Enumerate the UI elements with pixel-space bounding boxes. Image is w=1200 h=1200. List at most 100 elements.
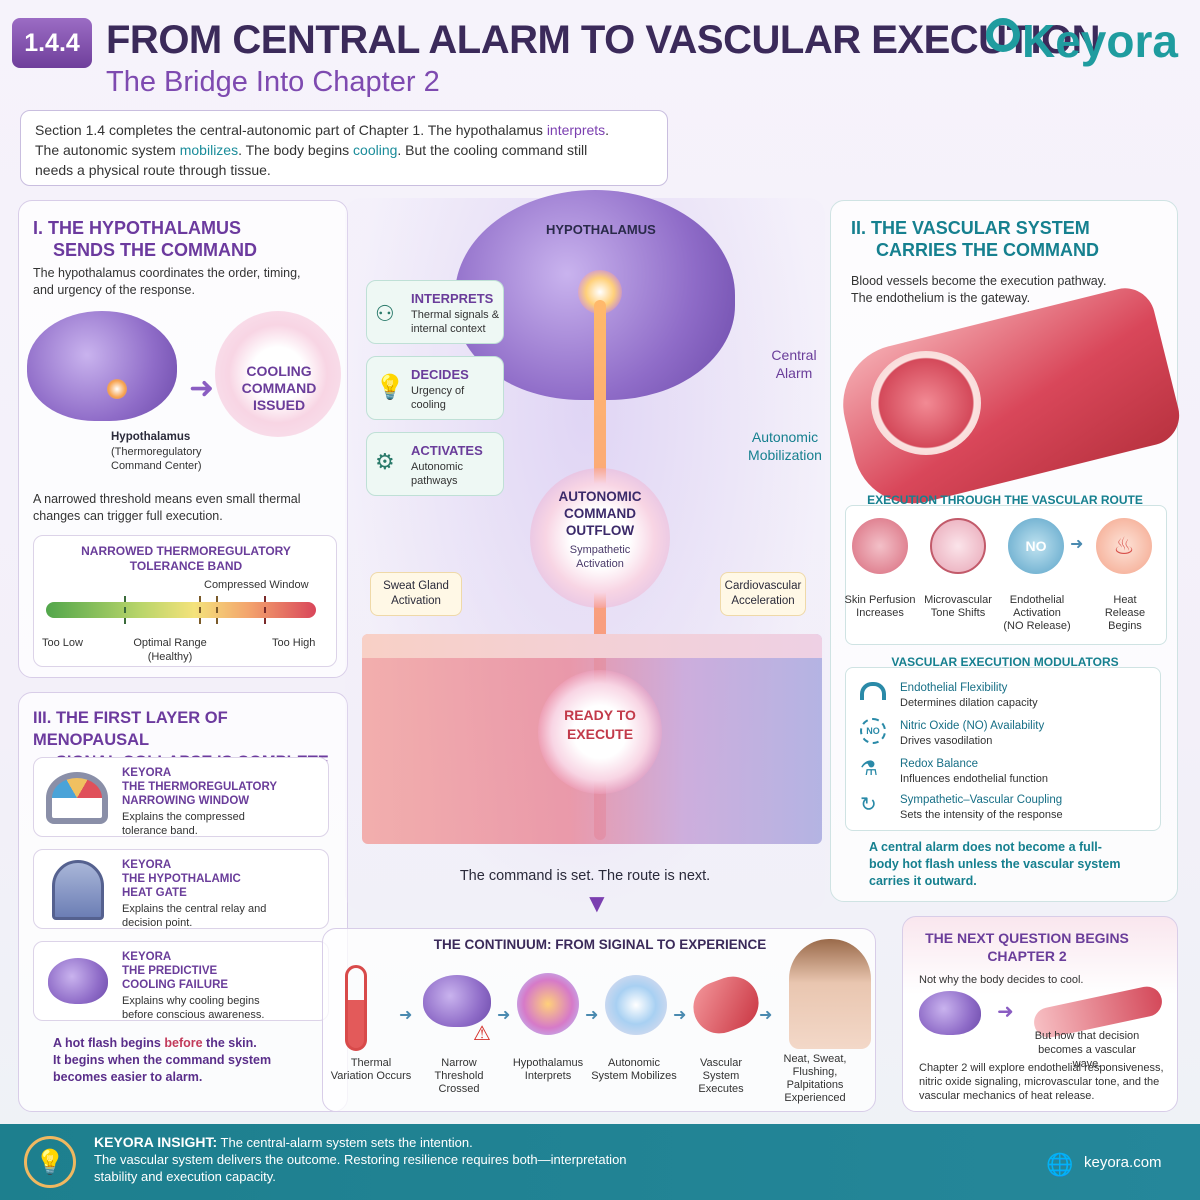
microvascular-icon	[930, 518, 986, 574]
card-desc: Explains the central relay and decision …	[122, 903, 267, 929]
modulator-title: Endothelial Flexibility	[900, 682, 1008, 694]
arrow-right-icon: ➜	[399, 1007, 413, 1024]
website-link[interactable]: keyora.com	[1084, 1154, 1162, 1171]
but-how-text: But how that decision becomes a vascular…	[1034, 1030, 1140, 1070]
section-title-line: SENDS THE COMMAND	[53, 240, 258, 260]
card-title: NARROWING WINDOW	[122, 795, 250, 807]
band-marker	[199, 596, 201, 624]
intro-highlight: cooling	[353, 142, 398, 158]
insight-line: The vascular system delivers the outcome…	[94, 1152, 627, 1167]
continuum-step: Thermal Variation Occurs	[330, 1057, 412, 1082]
hypothalamus-title: HYPOTHALAMUS	[546, 222, 656, 237]
outflow-glow	[530, 468, 670, 608]
execution-route-card: NO ➜ ♨ Skin Perfusion Increases Microvas…	[845, 505, 1167, 645]
coupling-icon: ↻	[860, 794, 877, 816]
too-low-label: Too Low	[42, 637, 83, 649]
execution-route-title: EXECUTION THROUGH THE VASCULAR ROUTE	[867, 493, 1143, 507]
step-title: ACTIVATES	[411, 443, 483, 458]
section-title-line: THE FIRST LAYER OF MENOPAUSAL	[33, 709, 228, 749]
title-line: CHAPTER 2	[987, 948, 1067, 964]
optimal-text: Optimal Range	[133, 637, 207, 649]
section-1-title: I. THE HYPOTHALAMUS SENDS THE COMMAND	[33, 217, 257, 261]
arrow-right-icon: ➜	[759, 1007, 773, 1024]
section-number: I.	[33, 218, 44, 238]
section-2-title: II. THE VASCULAR SYSTEM CARRIES THE COMM…	[851, 217, 1099, 261]
hypothalamus-glow-icon	[107, 379, 127, 399]
modulator-title: Redox Balance	[900, 758, 978, 770]
redox-icon: ⚗	[860, 758, 878, 780]
skin-surface	[362, 634, 822, 658]
hypothalamus-label: Hypothalamus	[111, 431, 191, 443]
reference-card[interactable]: KEYORA THE THERMOREGULATORY NARROWING WIND…	[33, 757, 329, 837]
modulator-desc: Influences endothelial function	[900, 773, 1048, 785]
nitric-oxide-icon: NO	[1008, 518, 1064, 574]
optimal-range-label: Optimal Range(Healthy)	[124, 636, 216, 664]
warning-icon: ⚠	[473, 1023, 491, 1045]
page-title: FROM CENTRAL ALARM TO VASCULAR EXECUTION	[106, 18, 1101, 62]
step-card: 💡 DECIDES Urgency of cooling	[366, 356, 504, 420]
card-title: THE HYPOTHALAMIC	[122, 873, 241, 885]
activation-bulb-icon: ⚙	[375, 449, 395, 474]
lightbulb-icon: 💡	[375, 374, 405, 401]
cooling-command-glow	[215, 311, 341, 437]
step-title: DECIDES	[411, 367, 469, 382]
reference-card[interactable]: KEYORA THE PREDICTIVE COOLING FAILURE Expl…	[33, 941, 329, 1021]
keyora-logo: Keyora	[986, 14, 1178, 68]
execution-step-label: Microvascular Tone Shifts	[924, 594, 992, 619]
modulator-title: Nitric Oxide (NO) Availability	[900, 720, 1045, 732]
insight-text: KEYORA INSIGHT: The central-alarm system…	[94, 1134, 694, 1185]
footnote-highlight: before	[164, 1036, 203, 1050]
continuum-step: Autonomic System Mobilizes	[591, 1057, 677, 1082]
section-3-footnote: A hot flash begins before the skin.It be…	[53, 1035, 293, 1086]
card-desc: Explains why cooling begins before consc…	[122, 995, 265, 1021]
card-title: THE PREDICTIVE	[122, 965, 218, 977]
outflow-label: AUTONOMIC COMMAND OUTFLOW	[558, 489, 642, 538]
intro-highlight: mobilizes	[179, 142, 239, 158]
section-title-line: CARRIES THE COMMAND	[876, 240, 1100, 260]
chapter-2-explore-text: Chapter 2 will explore endothelial respo…	[919, 1062, 1164, 1102]
page-subtitle: The Bridge Into Chapter 2	[106, 66, 440, 98]
modulator-desc: Sets the intensity of the response	[900, 809, 1063, 821]
step-card: ⚙ ACTIVATES Autonomic pathways	[366, 432, 504, 496]
intro-text: .	[605, 122, 610, 138]
section-title-line: THE VASCULAR SYSTEM	[871, 218, 1090, 238]
person-icon: ⚇	[375, 301, 395, 326]
card-brand: KEYORA	[122, 767, 172, 779]
arrow-right-icon: ➜	[189, 372, 215, 405]
compressed-window-label: Compressed Window	[204, 579, 309, 591]
ready-to-execute-label: READY TO EXECUTE	[564, 707, 636, 742]
route-next-text: The command is set. The route is next.	[459, 868, 711, 884]
desc-line: Blood vessels become the execution pathw…	[851, 274, 1107, 288]
not-why-text: Not why the body decides to cool.	[919, 974, 1084, 986]
step-desc: Thermal signals & internal context	[411, 309, 500, 335]
band-marker	[124, 596, 126, 624]
step-desc: Urgency of cooling	[411, 385, 465, 411]
tolerance-band-title: NARROWED THERMOREGULATORY TOLERANCE BAND	[81, 544, 291, 573]
card-title: COOLING FAILURE	[122, 979, 229, 991]
footnote-text: A hot flash begins	[53, 1036, 165, 1050]
insight-line: The central-alarm system sets the intent…	[220, 1135, 473, 1150]
cardiovascular-label: Cardiovascular Acceleration	[720, 572, 806, 616]
ready-glow	[538, 670, 662, 794]
hypothalamus-glow-icon	[517, 973, 579, 1035]
section-badge: 1.4.4	[12, 18, 92, 68]
arrow-right-icon: ➜	[585, 1007, 599, 1024]
card-brand: KEYORA	[122, 951, 172, 963]
card-title: HEAT GATE	[122, 887, 187, 899]
card-title: THE THERMOREGULATORY	[122, 781, 278, 793]
section-number: III.	[33, 709, 52, 727]
vessel-lumen	[871, 351, 981, 455]
step-card: ⚇ INTERPRETS Thermal signals & internal …	[366, 280, 504, 344]
lightbulb-icon: 💡	[24, 1136, 76, 1188]
heat-release-icon: ♨	[1096, 518, 1152, 574]
arrow-down-icon: ▼	[584, 888, 610, 918]
intro-box: Section 1.4 completes the central-autono…	[20, 110, 668, 186]
card-desc: Explains the compressed tolerance band.	[122, 811, 245, 837]
too-high-label: Too High	[272, 637, 316, 649]
band-marker	[216, 596, 218, 624]
section-2-panel: II. THE VASCULAR SYSTEM CARRIES THE COMM…	[830, 200, 1186, 902]
modulator-desc: Determines dilation capacity	[900, 697, 1038, 709]
arrow-right-icon: ➜	[673, 1007, 687, 1024]
intro-text: . The body begins	[238, 142, 354, 158]
